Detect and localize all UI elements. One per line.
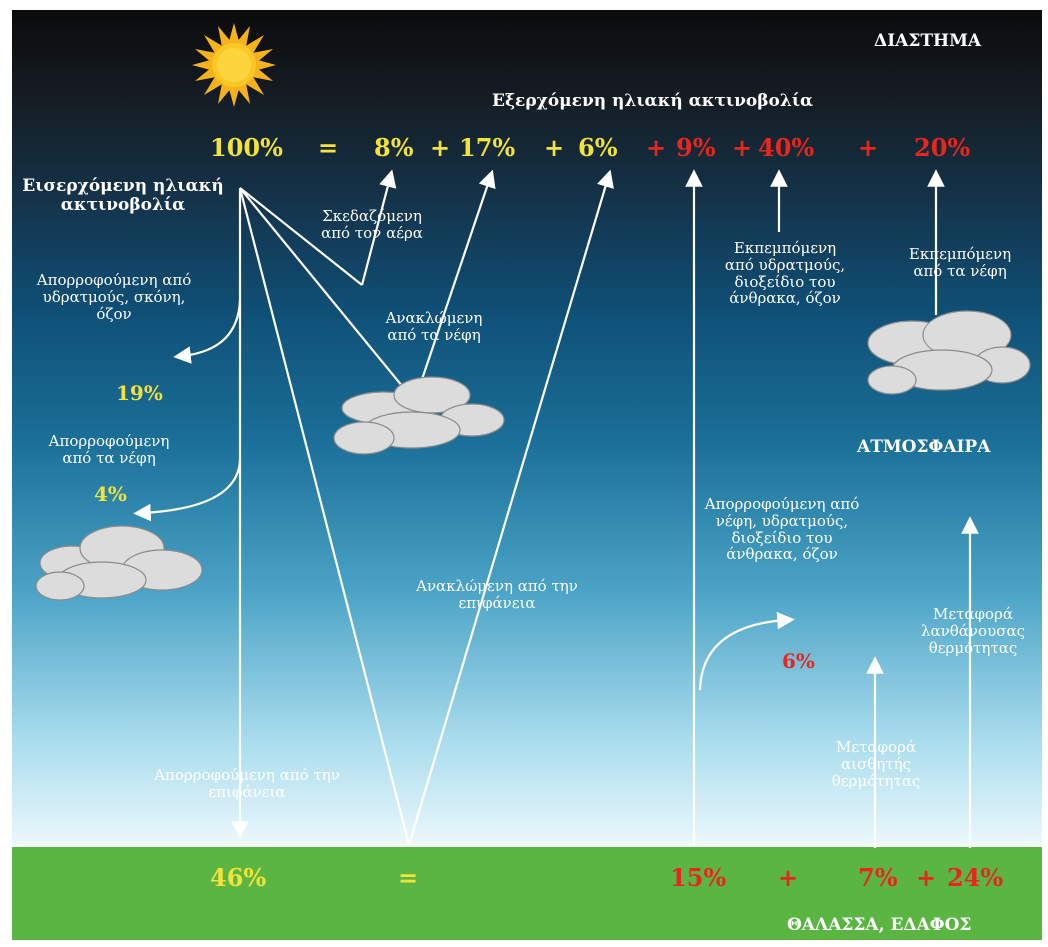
label-absorbed-vapor-pct: 19% xyxy=(116,381,163,405)
arrow-scattered xyxy=(360,169,397,286)
diagram-canvas: ΔΙΑΣΤΗΜΑ ΑΤΜΟΣΦΑΙΡΑ ΘΑΛΑΣΣΑ, ΕΔΑΦΟΣ Εξερ… xyxy=(12,10,1042,940)
label-sensible-heat: Μεταφορά αισθητής θερμότητας xyxy=(831,738,921,790)
cloud-icon xyxy=(35,525,203,601)
eq-top-plus1: + xyxy=(430,133,451,162)
arrow-absorbed-clouds xyxy=(133,459,242,522)
cloud-icon xyxy=(867,310,1031,395)
arrows-layer xyxy=(35,23,1031,848)
label-reflected-clouds: Ανακλώμενη από τα νέφη xyxy=(385,309,483,344)
label-absorbed-vapor: Απορροφούμενη από υδρατμούς, σκόνη, όζον xyxy=(36,271,192,323)
eq-top-v3: 6% xyxy=(578,133,618,162)
line-scattered xyxy=(239,187,363,286)
arrow-reflected-clouds xyxy=(413,169,496,401)
arrow-absorbed-vapor xyxy=(173,299,242,364)
label-absorbed-surface: Απορροφούμενη από την επιφάνεια xyxy=(154,766,340,801)
eq-top-v4: 9% xyxy=(676,133,716,162)
heading-incoming: Εισερχόμενη ηλιακή ακτινοβολία xyxy=(22,176,224,216)
eq-top-v2: 17% xyxy=(459,133,516,162)
label-absorbed-clouds-pct: 4% xyxy=(94,482,127,506)
eq-top-plus2: + xyxy=(544,133,565,162)
label-emitted-vapor: Εκπεμπόμενη από υδρατμούς, διοξείδιο του… xyxy=(724,239,846,308)
label-atmosphere: ΑΤΜΟΣΦΑΙΡΑ xyxy=(857,437,991,457)
arrow-reflected-surface xyxy=(407,169,614,846)
label-emitted-clouds: Εκπεμπόμενη από τα νέφη xyxy=(908,245,1012,280)
sun-icon xyxy=(192,23,276,107)
label-absorbed-clouds: Απορροφούμενη από τα νέφη xyxy=(48,432,170,467)
label-latent-heat: Μεταφορά λανθάνουσας θερμότητας xyxy=(921,605,1025,657)
eq-top-v1: 8% xyxy=(374,133,414,162)
eq-top-total: 100% xyxy=(210,133,283,162)
eq-bottom-total: 46% xyxy=(210,863,267,892)
eq-bottom-v3: 24% xyxy=(947,863,1004,892)
eq-top-equals: = xyxy=(318,133,339,162)
eq-bottom-plus1: + xyxy=(778,863,799,892)
label-reflected-surface: Ανακλώμενη από την επιφάνεια xyxy=(416,577,578,612)
label-scattered-air: Σκεδαζόμενη από τον αέρα xyxy=(321,207,423,242)
ground-band xyxy=(12,847,1042,940)
eq-top-v6: 20% xyxy=(914,133,971,162)
line-reflected-clouds xyxy=(239,187,408,393)
eq-bottom-equals: = xyxy=(398,863,419,892)
label-absorbed-clouds-gases-pct: 6% xyxy=(782,649,815,673)
label-space: ΔΙΑΣΤΗΜΑ xyxy=(874,31,982,51)
eq-top-plus3: + xyxy=(646,133,667,162)
eq-bottom-v1: 15% xyxy=(670,863,727,892)
eq-top-plus4: + xyxy=(732,133,753,162)
heading-outgoing: Εξερχόμενη ηλιακή ακτινοβολία xyxy=(492,91,814,111)
line-to-surface xyxy=(238,187,411,846)
label-ground: ΘΑΛΑΣΣΑ, ΕΔΑΦΟΣ xyxy=(787,915,972,935)
arrow-absorbed-gases xyxy=(698,611,795,691)
eq-bottom-v2: 7% xyxy=(858,863,898,892)
eq-bottom-plus2: + xyxy=(916,863,937,892)
cloud-icon xyxy=(333,376,505,455)
eq-top-v5: 40% xyxy=(758,133,815,162)
eq-top-plus5: + xyxy=(858,133,879,162)
label-absorbed-clouds-gases: Απορροφούμενη από νέφη, υδρατμούς, διοξε… xyxy=(704,495,860,564)
